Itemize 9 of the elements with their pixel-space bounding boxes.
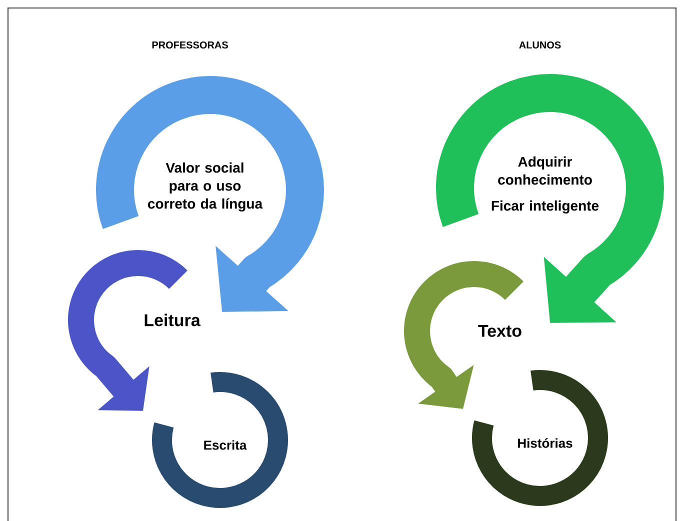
node-label: Histórias [518, 438, 572, 448]
node-label: Escrita [204, 440, 247, 450]
curved-arrow [68, 250, 187, 411]
column-heading: ALUNOS [519, 41, 561, 49]
node-label: Valor social para o uso correto da língua [148, 162, 263, 212]
node-label: Texto [478, 325, 522, 337]
node-label: Leitura [144, 314, 200, 326]
column-heading: PROFESSORAS [152, 41, 228, 49]
node-label: Adquirir conhecimento Ficar inteligente [492, 156, 599, 214]
